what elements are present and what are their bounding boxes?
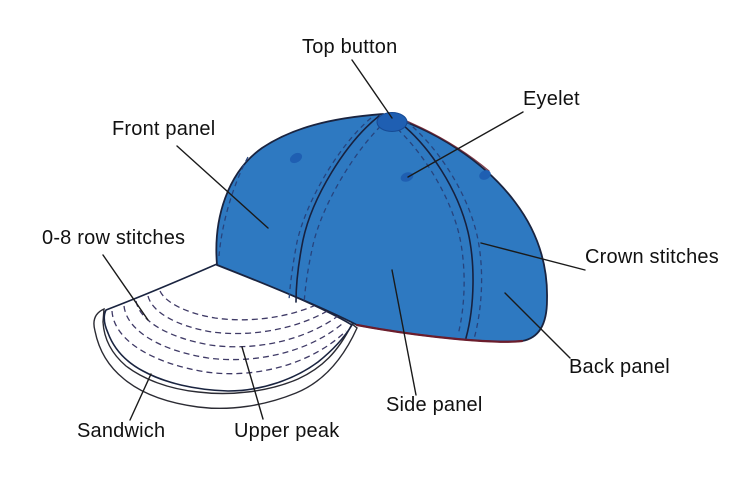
leader-line-eyelet <box>407 111 524 178</box>
leader-line-crown-stitches <box>480 242 586 271</box>
leader-lines <box>102 59 586 421</box>
label-front-panel: Front panel <box>112 118 216 140</box>
label-crown-stitches: Crown stitches <box>585 246 719 268</box>
peak-stitch-row <box>123 305 343 361</box>
peak-stitch-row <box>147 295 335 335</box>
label-top-button: Top button <box>302 36 398 58</box>
leader-line-upper-peak <box>241 346 264 420</box>
peak-stitch-row <box>135 300 339 348</box>
leader-line-back-panel <box>504 292 571 359</box>
leader-line-side-panel <box>391 269 417 396</box>
label-eyelet: Eyelet <box>523 88 580 110</box>
eyelet-front <box>289 152 303 164</box>
leader-line-sandwich <box>129 373 152 421</box>
label-side-panel: Side panel <box>386 394 483 416</box>
back-seam <box>397 120 474 339</box>
bottom-edge-accent <box>355 323 524 343</box>
top-button-shape <box>376 112 408 132</box>
back-seam-stitch-left <box>390 122 465 336</box>
eyelet-back <box>479 170 491 180</box>
front-edge-stitch <box>218 156 249 257</box>
front-seam <box>295 115 380 303</box>
label-upper-peak: Upper peak <box>234 420 340 442</box>
leader-line-row-stitches <box>102 254 149 321</box>
peak-stitch-row <box>159 290 331 321</box>
peak-stitch-row <box>111 310 347 375</box>
leader-line-front-panel <box>176 145 269 229</box>
eyelet-side <box>400 172 414 182</box>
upper-peak-shape <box>103 263 354 392</box>
crown-shape <box>215 113 548 343</box>
label-row-stitches: 0-8 row stitches <box>42 227 186 249</box>
leader-line-top-button <box>351 59 393 119</box>
label-sandwich: Sandwich <box>77 420 166 442</box>
sandwich-shape <box>93 307 358 409</box>
back-seam-stitch-right <box>405 120 483 340</box>
label-back-panel: Back panel <box>569 356 670 378</box>
